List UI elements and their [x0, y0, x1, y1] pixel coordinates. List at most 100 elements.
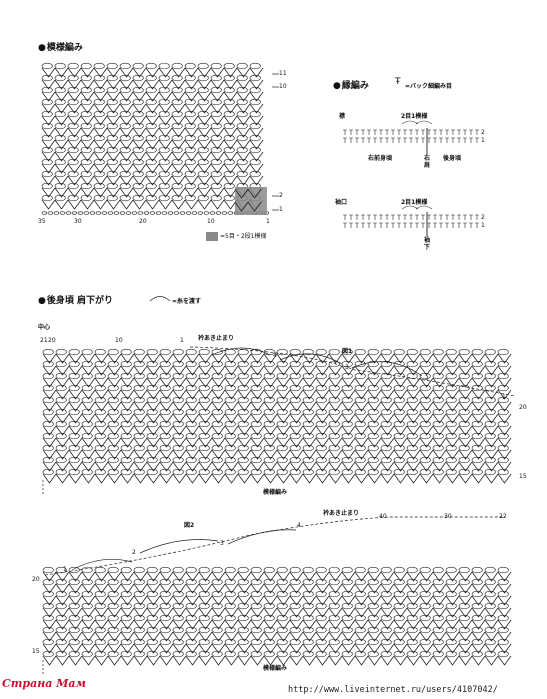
fig2-step: 1: [63, 566, 67, 573]
fig1-vrow: [42, 377, 512, 388]
fig2-vrow: [42, 631, 512, 642]
fig2-bottom-label: 模様編み: [263, 665, 288, 672]
fig2-step: 3: [220, 540, 224, 547]
pattern-chain: [41, 98, 261, 106]
cuff-label: 袖口: [335, 199, 348, 206]
fig2-chain: [42, 578, 509, 586]
neck-row: 2: [481, 129, 485, 136]
pattern-row-label: 1: [279, 206, 283, 213]
fig1-vrow: [42, 473, 512, 484]
fig2-label: 図2: [184, 522, 195, 529]
fig2-vrow: [42, 643, 512, 654]
fig2-vrow: [42, 655, 512, 666]
fig2-row-label: 15: [32, 648, 40, 655]
cuff-repeat-bracket: [401, 205, 433, 210]
repeat-swatch: [206, 232, 218, 241]
fig2-vrow: [42, 595, 512, 606]
repeat-highlight: [235, 187, 267, 215]
back-title: 後身頃 肩下がり: [38, 293, 113, 306]
pattern-base-chain: [41, 211, 270, 215]
fig1-vrow: [42, 389, 512, 400]
pattern-chain: [41, 62, 261, 70]
pattern-col-label: 10: [207, 218, 215, 225]
fig1-chain: [42, 372, 509, 380]
pattern-chain: [41, 158, 261, 166]
fig1-vrow: [42, 401, 512, 412]
pattern-chain: [41, 134, 261, 142]
pattern-vrow: [41, 91, 264, 102]
fig1-vrow: [42, 461, 512, 472]
pattern-vrow: [41, 115, 264, 126]
fig2-col-label: 40: [379, 513, 387, 520]
fig1-step: 3: [345, 364, 349, 371]
fig1-label: 図1: [342, 348, 353, 355]
fig1-step: 4: [273, 352, 277, 359]
neck-label: 襟: [339, 113, 346, 120]
fig2-col-label: 22: [499, 513, 507, 520]
pattern-col-label: 30: [74, 218, 82, 225]
fig1-step: 1: [502, 394, 506, 401]
yarn-carry-icon: [149, 296, 171, 302]
fig2-vrow: [42, 583, 512, 594]
cuff-row: 2: [481, 214, 485, 221]
fig2-step: 4: [297, 522, 301, 529]
neck-repeat: 2目1模様: [401, 113, 428, 120]
fig2-chain: [42, 650, 509, 658]
neck-repeat-bracket: [401, 120, 433, 125]
pattern-chain: [41, 110, 261, 118]
pattern-vrow: [41, 79, 264, 90]
pattern-chain: [41, 182, 261, 190]
pattern-vrow: [41, 127, 264, 138]
fig2-chain: [42, 614, 509, 622]
pattern-highlight-vrow: [234, 201, 262, 212]
pattern-col-label: 35: [38, 218, 46, 225]
back-label: 後身頃: [443, 155, 462, 162]
fig1-col-label: 1: [180, 337, 184, 344]
fig1-chain: [42, 456, 509, 464]
site-logo: Страна Мам: [2, 677, 86, 690]
fig1-neck-end: 衿あき止まり: [198, 335, 235, 342]
fig1-vrow: [42, 425, 512, 436]
fig1-step: 2: [425, 375, 429, 382]
neck-border-row: [343, 137, 479, 143]
fig1-shoulder-line: [189, 346, 516, 397]
pattern-legend: =5目・2段1模様: [206, 231, 266, 241]
fig1-chain: [42, 396, 509, 404]
fig1-vrow: [42, 365, 512, 376]
shoulder-label: 右肩: [424, 155, 431, 169]
pattern-vrow: [41, 67, 264, 78]
fig1-bottom-label: 模様編み: [263, 489, 288, 496]
pattern-vrow: [41, 199, 264, 210]
pattern-title: 模様編み: [38, 40, 83, 53]
fig1-row-label: 15: [519, 473, 527, 480]
pattern-row-label: 11: [279, 70, 287, 77]
fig1-vrow: [42, 413, 512, 424]
fig2-col-label: 30: [444, 513, 452, 520]
cuff-repeat: 2目1模様: [401, 199, 428, 206]
pattern-row-label: 2: [279, 192, 283, 199]
fig1-vrow: [42, 437, 512, 448]
fig1-row-label: 20: [519, 404, 527, 411]
neck-border-row: [343, 129, 479, 135]
fig2-yarn-arc: [71, 529, 297, 571]
pattern-chain: [41, 122, 261, 130]
fig2-vrow: [42, 607, 512, 618]
center-label: 中心: [38, 324, 51, 331]
pattern-col-label: 1: [266, 218, 270, 225]
fig1-chain: [42, 420, 509, 428]
bsc-symbol-icon: Ŧ: [395, 77, 401, 87]
pattern-vrow: [41, 175, 264, 186]
yarn-symbol-desc: =糸を渡す: [172, 298, 202, 305]
fig1-chain: [42, 432, 509, 440]
fig1-vrow: [42, 449, 512, 460]
pattern-vrow: [41, 103, 264, 114]
fig1-col-label: 20: [48, 337, 56, 344]
fig2-neck-end: 衿あき止まり: [323, 510, 360, 517]
neck-row: 1: [481, 137, 485, 144]
cuff-row: 1: [481, 222, 485, 229]
pattern-vrow: [41, 187, 264, 198]
fig1-vrow: [42, 353, 512, 364]
pattern-row-label: 10: [279, 83, 287, 90]
fig2-chain: [42, 566, 509, 574]
fig2-row-label: 20: [32, 576, 40, 583]
